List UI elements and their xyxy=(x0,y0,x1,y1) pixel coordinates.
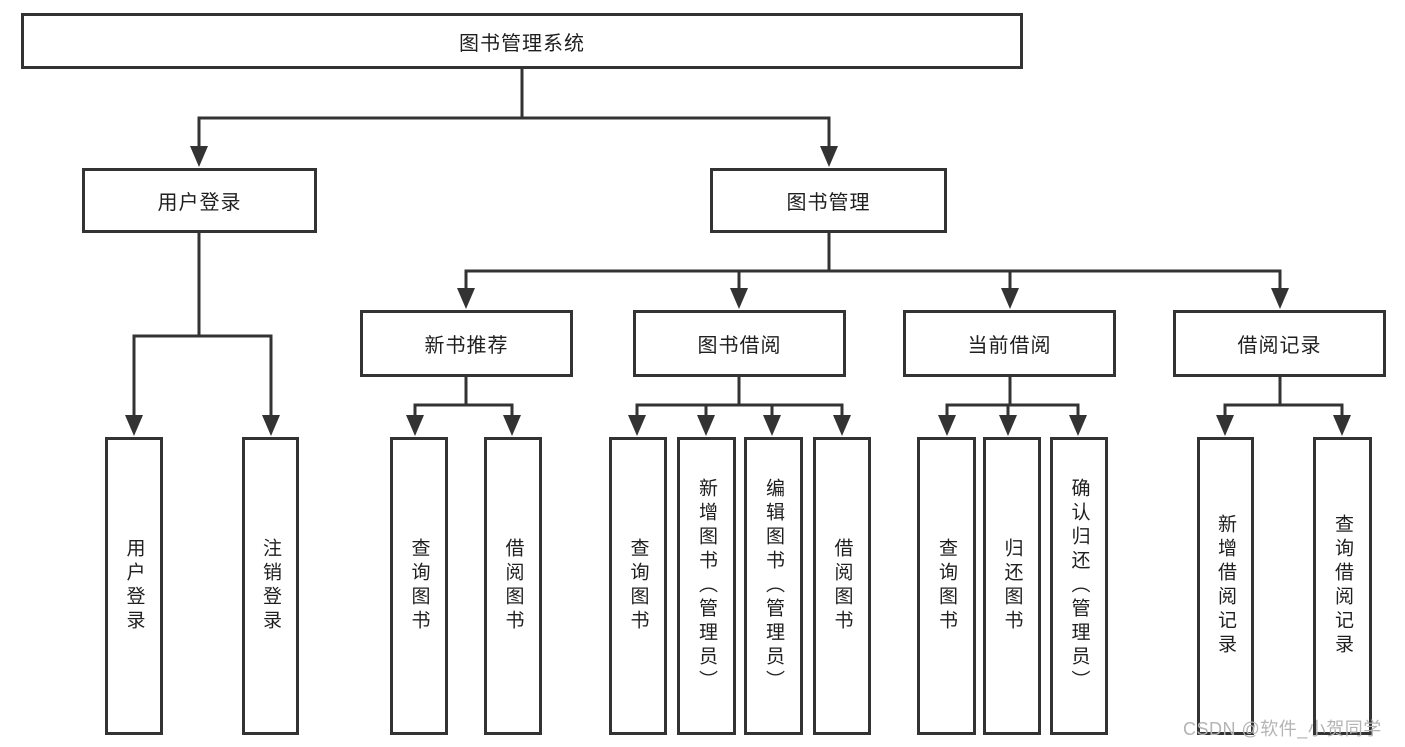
node-label: 查询图书 xyxy=(627,538,649,634)
node-leaf-query-books: 查询图书 xyxy=(917,437,976,735)
arrow-down-icon xyxy=(999,415,1017,436)
node-label: 借阅图书 xyxy=(831,538,853,634)
node-label: 用户登录 xyxy=(123,538,145,634)
node-label: 图书管理 xyxy=(786,192,871,214)
node-label: 注销登录 xyxy=(260,538,281,634)
connector-new-book-children xyxy=(413,373,514,420)
node-leaf-add-borrow-record: 新增借阅记录 xyxy=(1197,437,1254,735)
arrow-down-icon xyxy=(833,415,851,436)
connector-user-login-children xyxy=(132,229,273,420)
node-borrow-records: 借阅记录 xyxy=(1173,310,1386,377)
node-leaf-borrow-books: 借阅图书 xyxy=(813,437,871,735)
arrow-down-icon xyxy=(457,288,475,309)
arrow-down-icon xyxy=(406,415,424,436)
node-leaf-borrow-books: 借阅图书 xyxy=(484,437,542,735)
node-label: 图书借阅 xyxy=(697,335,782,357)
arrow-down-icon xyxy=(730,288,748,309)
arrow-down-icon xyxy=(1333,415,1351,436)
node-leaf-edit-book-admin: 编辑图书（管理员） xyxy=(744,437,803,735)
connector-borrow-records-children xyxy=(1223,373,1344,420)
node-new-book-recommend: 新书推荐 xyxy=(360,310,573,377)
arrow-down-icon xyxy=(938,415,956,436)
node-leaf-user-login: 用户登录 xyxy=(105,437,163,735)
node-book-borrow: 图书借阅 xyxy=(633,310,846,377)
node-leaf-add-book-admin: 新增图书（管理员） xyxy=(677,437,736,735)
node-label: 新增图书（管理员） xyxy=(696,478,717,694)
connector-root-to-level2 xyxy=(197,65,831,152)
node-label: 归还图书 xyxy=(1001,538,1023,634)
node-label: 编辑图书（管理员） xyxy=(763,478,784,694)
arrow-down-icon xyxy=(1216,415,1234,436)
arrow-down-icon xyxy=(628,415,646,436)
arrow-down-icon xyxy=(262,415,280,436)
arrow-down-icon xyxy=(1001,288,1019,309)
arrow-down-icon xyxy=(190,146,208,167)
connector-book-borrow-children xyxy=(635,373,844,420)
node-current-borrow: 当前借阅 xyxy=(903,310,1116,377)
arrow-down-icon xyxy=(1069,415,1087,436)
arrow-down-icon xyxy=(697,415,715,436)
node-label: 新增借阅记录 xyxy=(1215,514,1236,658)
arrow-down-icon xyxy=(820,146,838,167)
node-label: 图书管理系统 xyxy=(459,32,585,55)
node-leaf-return-book: 归还图书 xyxy=(983,437,1041,735)
node-root-library-system: 图书管理系统 xyxy=(21,13,1023,69)
node-label: 查询图书 xyxy=(408,538,430,634)
node-label: 查询图书 xyxy=(936,538,957,634)
node-leaf-confirm-return-admin: 确认归还（管理员） xyxy=(1050,437,1108,735)
arrow-down-icon xyxy=(125,415,143,436)
node-user-login: 用户登录 xyxy=(82,168,317,233)
node-label: 用户登录 xyxy=(157,192,242,214)
node-label: 新书推荐 xyxy=(424,335,509,357)
arrow-down-icon xyxy=(1271,288,1289,309)
node-label: 借阅记录 xyxy=(1237,335,1322,357)
arrow-down-icon xyxy=(763,415,781,436)
connector-current-borrow-children xyxy=(945,373,1080,420)
node-label: 查询借阅记录 xyxy=(1332,514,1353,658)
node-label: 借阅图书 xyxy=(502,538,524,634)
node-leaf-query-books: 查询图书 xyxy=(390,437,448,735)
node-book-management: 图书管理 xyxy=(710,168,947,233)
node-leaf-logout: 注销登录 xyxy=(242,437,299,735)
connector-book-mgmt-children xyxy=(464,229,1282,293)
node-label: 当前借阅 xyxy=(967,335,1052,357)
node-leaf-query-borrow-record: 查询借阅记录 xyxy=(1313,437,1372,735)
arrow-down-icon xyxy=(503,415,521,436)
csdn-watermark: CSDN @软件_小贺同学 xyxy=(1183,719,1382,739)
node-label: 确认归还（管理员） xyxy=(1068,478,1090,694)
node-leaf-query-books: 查询图书 xyxy=(609,437,667,735)
